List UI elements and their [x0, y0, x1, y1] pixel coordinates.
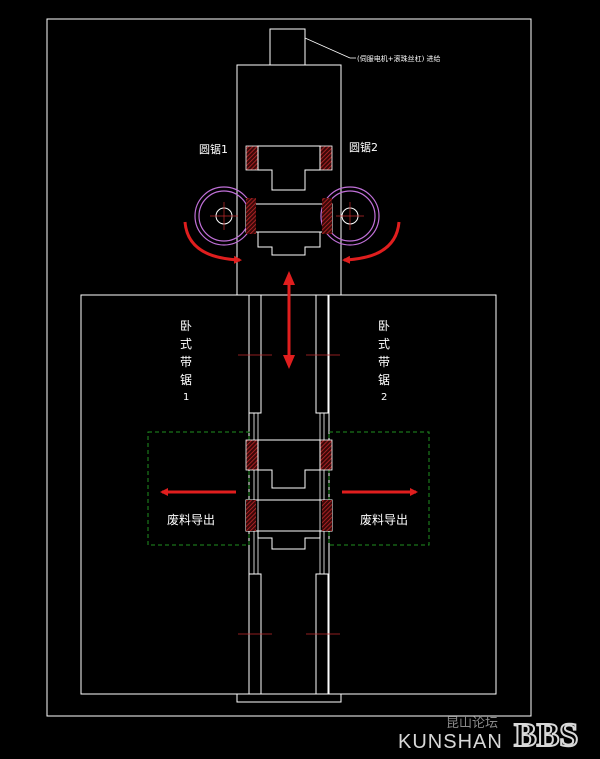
hatch-block — [245, 439, 259, 471]
band-saw-1-frame — [80, 294, 250, 695]
watermark-chinese: 昆山论坛 — [446, 716, 498, 731]
workpiece-profile — [257, 231, 321, 256]
workpiece-profile — [257, 439, 321, 489]
rotation-arrow-left-icon — [183, 221, 242, 264]
hatch-block — [319, 439, 333, 471]
saw-ring — [320, 186, 380, 246]
feed-column — [236, 64, 342, 296]
bottom-base — [236, 693, 342, 703]
label-char: 卧 — [180, 319, 192, 333]
circular-saw-2-label: 圆锯2 — [349, 140, 378, 154]
hatch-block — [319, 145, 333, 171]
label-char: 带 — [180, 355, 192, 369]
circular-saw-left — [194, 186, 256, 246]
circular-saw-right — [320, 186, 380, 246]
blade-guide — [248, 294, 262, 414]
label-char: 1 — [183, 392, 189, 403]
hatch-block — [246, 500, 256, 531]
kunshan-bbs-watermark: 昆山论坛 KUNSHAN BBS — [398, 716, 579, 755]
band-saw-2-frame — [328, 294, 497, 695]
label-char: 锯 — [180, 372, 192, 387]
hatch-block — [245, 145, 259, 171]
workpiece-lower — [245, 412, 333, 575]
channel-wall — [319, 412, 325, 575]
workpiece-plate — [245, 203, 333, 233]
label-char: 带 — [378, 355, 390, 369]
label-char: 2 — [381, 392, 387, 403]
circular-saw-1-label: 圆锯1 — [199, 142, 228, 156]
band-saw-1-label: 卧 式 带 锯 1 — [180, 319, 192, 403]
blade-guide — [315, 294, 329, 414]
hatch-block — [322, 500, 332, 531]
band-saw-2-label: 卧 式 带 锯 2 — [378, 319, 390, 403]
label-char: 式 — [378, 337, 390, 351]
rotation-arrow-right-icon — [342, 221, 401, 264]
waste-outlet-left-label: 废料导出 — [167, 512, 215, 527]
watermark-bbs: BBS — [514, 717, 578, 754]
waste-zone-left — [147, 431, 250, 546]
workpiece-plate — [245, 499, 333, 532]
label-char: 式 — [180, 337, 192, 351]
saw-hatch — [246, 198, 256, 234]
waste-zone-right — [328, 431, 430, 546]
leader-line — [304, 37, 351, 59]
channel-wall — [253, 412, 259, 575]
drawing-frame — [46, 18, 532, 717]
saw-hatch — [322, 198, 332, 234]
workpiece-top — [245, 145, 333, 256]
watermark-english: KUNSHAN — [398, 731, 503, 753]
label-char: 锯 — [378, 372, 390, 387]
servo-motor-block — [269, 28, 306, 66]
workpiece-profile — [257, 145, 321, 191]
label-char: 卧 — [378, 319, 390, 333]
servo-note-label: (伺服电机+滚珠丝杠) 进给 — [357, 54, 441, 63]
up-down-arrow-icon — [283, 271, 295, 369]
workpiece-profile — [257, 530, 321, 550]
waste-outlet-right-label: 废料导出 — [360, 512, 408, 527]
